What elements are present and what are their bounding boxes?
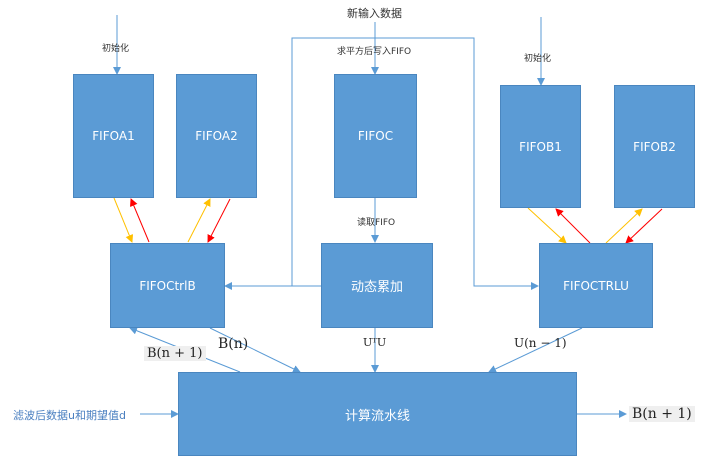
fifob2-box: FIFOB2 [614,85,695,208]
b-n-plus-1-left-label: B(n + 1) [144,346,206,361]
fifoctrlu-box: FIFOCTRLU [539,243,653,328]
fifoctrlb-to-pipeline [209,327,301,373]
fifoa2-box: FIFOA2 [176,74,257,198]
ut-u-label: UᵀU [363,336,387,349]
routing-line [291,37,539,290]
init-left-label: 初始化 [102,44,130,54]
new-input-label: 新输入数据 [347,7,402,20]
fifoctrlu-to-pipeline [488,327,583,373]
pipeline-box: 计算流水线 [178,372,577,456]
fifoctrlb-box: FIFOCtrlB [110,243,225,328]
dynamic-accumulate-box: 动态累加 [321,243,433,328]
fifoc-box: FIFOC [334,74,417,198]
b-n-label: B(n) [218,336,249,352]
fifoa1-box: FIFOA1 [73,74,154,198]
read-fifo-label: 读取FIFO [357,218,396,228]
left-input-label: 滤波后数据u和期望值d [13,409,126,422]
u-n-minus-1-label: U(n − 1) [514,336,567,350]
init-right-label: 初始化 [524,54,552,64]
fifob1-box: FIFOB1 [500,85,581,208]
b-n-plus-1-right-label: B(n + 1) [629,406,695,422]
write-fifo-label: 求平方后写入FIFO [337,47,412,57]
